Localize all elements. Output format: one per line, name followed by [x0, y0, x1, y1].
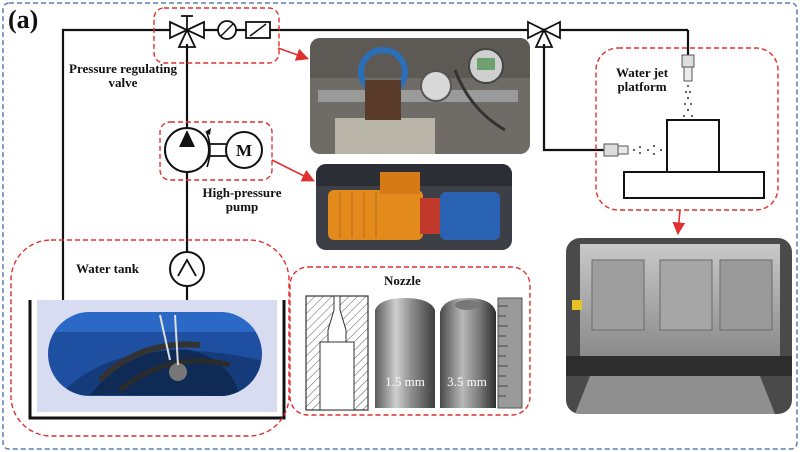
flow-meter-icon — [245, 21, 271, 39]
nozzle-small-label: 1.5 mm — [385, 374, 425, 389]
nozzle-large-label: 3.5 mm — [447, 374, 487, 389]
callout-nozzle — [289, 266, 531, 416]
callout-platform — [595, 47, 779, 211]
callout-tank — [10, 239, 290, 437]
valve-icon-right — [527, 20, 561, 48]
valve-icon — [169, 15, 205, 48]
panel-label: (a) — [8, 5, 39, 34]
nozzle-cross-section — [305, 295, 369, 411]
pump-label: High-pressure pump — [202, 185, 282, 214]
nozzle-small-photo — [375, 298, 435, 408]
motor-icon — [225, 131, 263, 169]
arrow-platform — [672, 209, 686, 236]
pump-photo — [316, 164, 512, 250]
nozzle-label: Nozzle — [384, 273, 421, 288]
callout-valve — [153, 7, 280, 64]
platform-label: Water jet platform — [615, 65, 669, 94]
arrow-pump — [271, 159, 315, 182]
pump-icon — [164, 127, 226, 173]
pressure-gauge-icon — [217, 20, 237, 40]
arrow-valve — [277, 47, 310, 61]
water-jet-platform — [603, 54, 765, 199]
nozzle-large-photo — [440, 298, 496, 408]
tank-pump-icon — [169, 251, 205, 287]
water-tank-label: Water tank — [76, 261, 139, 276]
ruler — [497, 297, 523, 409]
pressure-valve-label: Pressure regulating valve — [69, 61, 177, 90]
valve-photo — [310, 38, 530, 154]
platform-photo — [566, 238, 792, 414]
tank-photo — [48, 312, 262, 396]
motor-label: M — [236, 141, 252, 160]
